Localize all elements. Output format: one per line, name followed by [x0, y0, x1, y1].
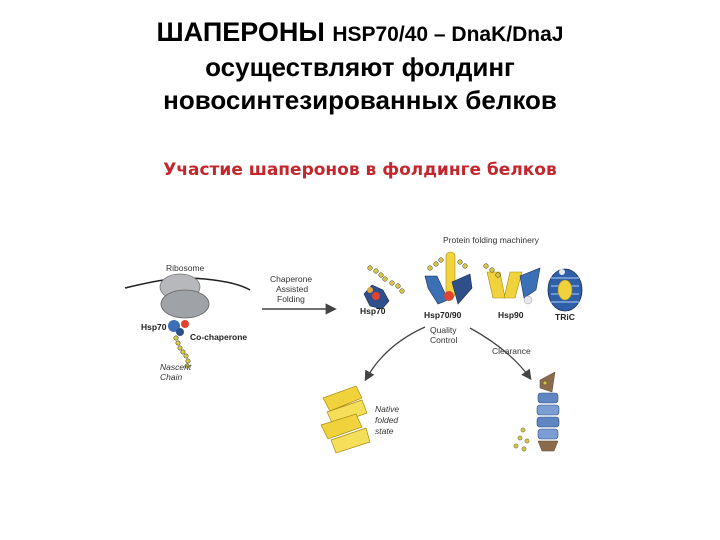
label-co-chaperone: Co-chaperone	[190, 332, 247, 342]
label-chaperone: Chaperone	[270, 274, 312, 284]
label-folding: Folding	[277, 294, 305, 304]
nascent-chain-beads	[173, 335, 191, 369]
label-state: state	[375, 426, 394, 436]
hsp70-90-complex: Hsp70/90	[424, 251, 473, 320]
label-hsp70: Hsp70	[360, 306, 386, 316]
co-chaperone-blob-left	[181, 320, 189, 328]
label-control: Control	[430, 335, 458, 345]
ribosome-large-subunit	[160, 289, 210, 319]
arrow-to-clearance	[469, 327, 532, 381]
title-protein-names: HSP70/40 – DnaK/DnaJ	[332, 23, 564, 46]
label-hsp90: Hsp90	[498, 310, 524, 320]
folding-machinery: Protein folding machinery Hsp70 Hsp70/9	[360, 235, 583, 322]
mrna-strand	[124, 277, 251, 291]
label-hsp70-left: Hsp70	[141, 322, 167, 332]
title-line-1: ШАПЕРОНЫ HSP70/40 – DnaK/DnaJ	[0, 16, 720, 51]
title-line-3: новосинтезированных белков	[163, 85, 557, 115]
tric-complex: TRiC	[547, 268, 583, 322]
arrow-to-native	[364, 326, 426, 382]
label-chain: Chain	[160, 372, 182, 382]
label-nascent: Nascent	[160, 362, 192, 372]
label-native: Native	[375, 404, 399, 414]
hsp90-complex: Hsp90	[483, 263, 541, 320]
label-assisted: Assisted	[276, 284, 308, 294]
hsp70-blob-left	[168, 320, 180, 332]
title-line-2: осуществляют фолдинг	[205, 52, 515, 82]
title-word-chaperones: ШАПЕРОНЫ	[156, 17, 333, 47]
label-ribosome: Ribosome	[166, 263, 205, 273]
label-tric: TRiC	[555, 312, 575, 322]
proteasome-clearance	[513, 371, 560, 452]
hsp70-complex: Hsp70	[360, 265, 405, 316]
label-hsp70-90: Hsp70/90	[424, 310, 462, 320]
slide-title: ШАПЕРОНЫ HSP70/40 – DnaK/DnaJ осуществля…	[0, 16, 720, 117]
label-protein-folding-machinery: Protein folding machinery	[443, 235, 540, 245]
label-clearance: Clearance	[492, 346, 531, 356]
chaperone-assisted-arrow: Chaperone Assisted Folding	[262, 274, 337, 315]
ribosome-complex: Ribosome Hsp70 Co-chaperone Nascent Chai…	[124, 263, 251, 382]
native-folded-protein: Native folded state	[320, 385, 399, 454]
label-folded: folded	[375, 415, 398, 425]
label-quality: Quality	[430, 325, 457, 335]
figure-subtitle: Участие шаперонов в фолдинге белков	[163, 160, 557, 180]
